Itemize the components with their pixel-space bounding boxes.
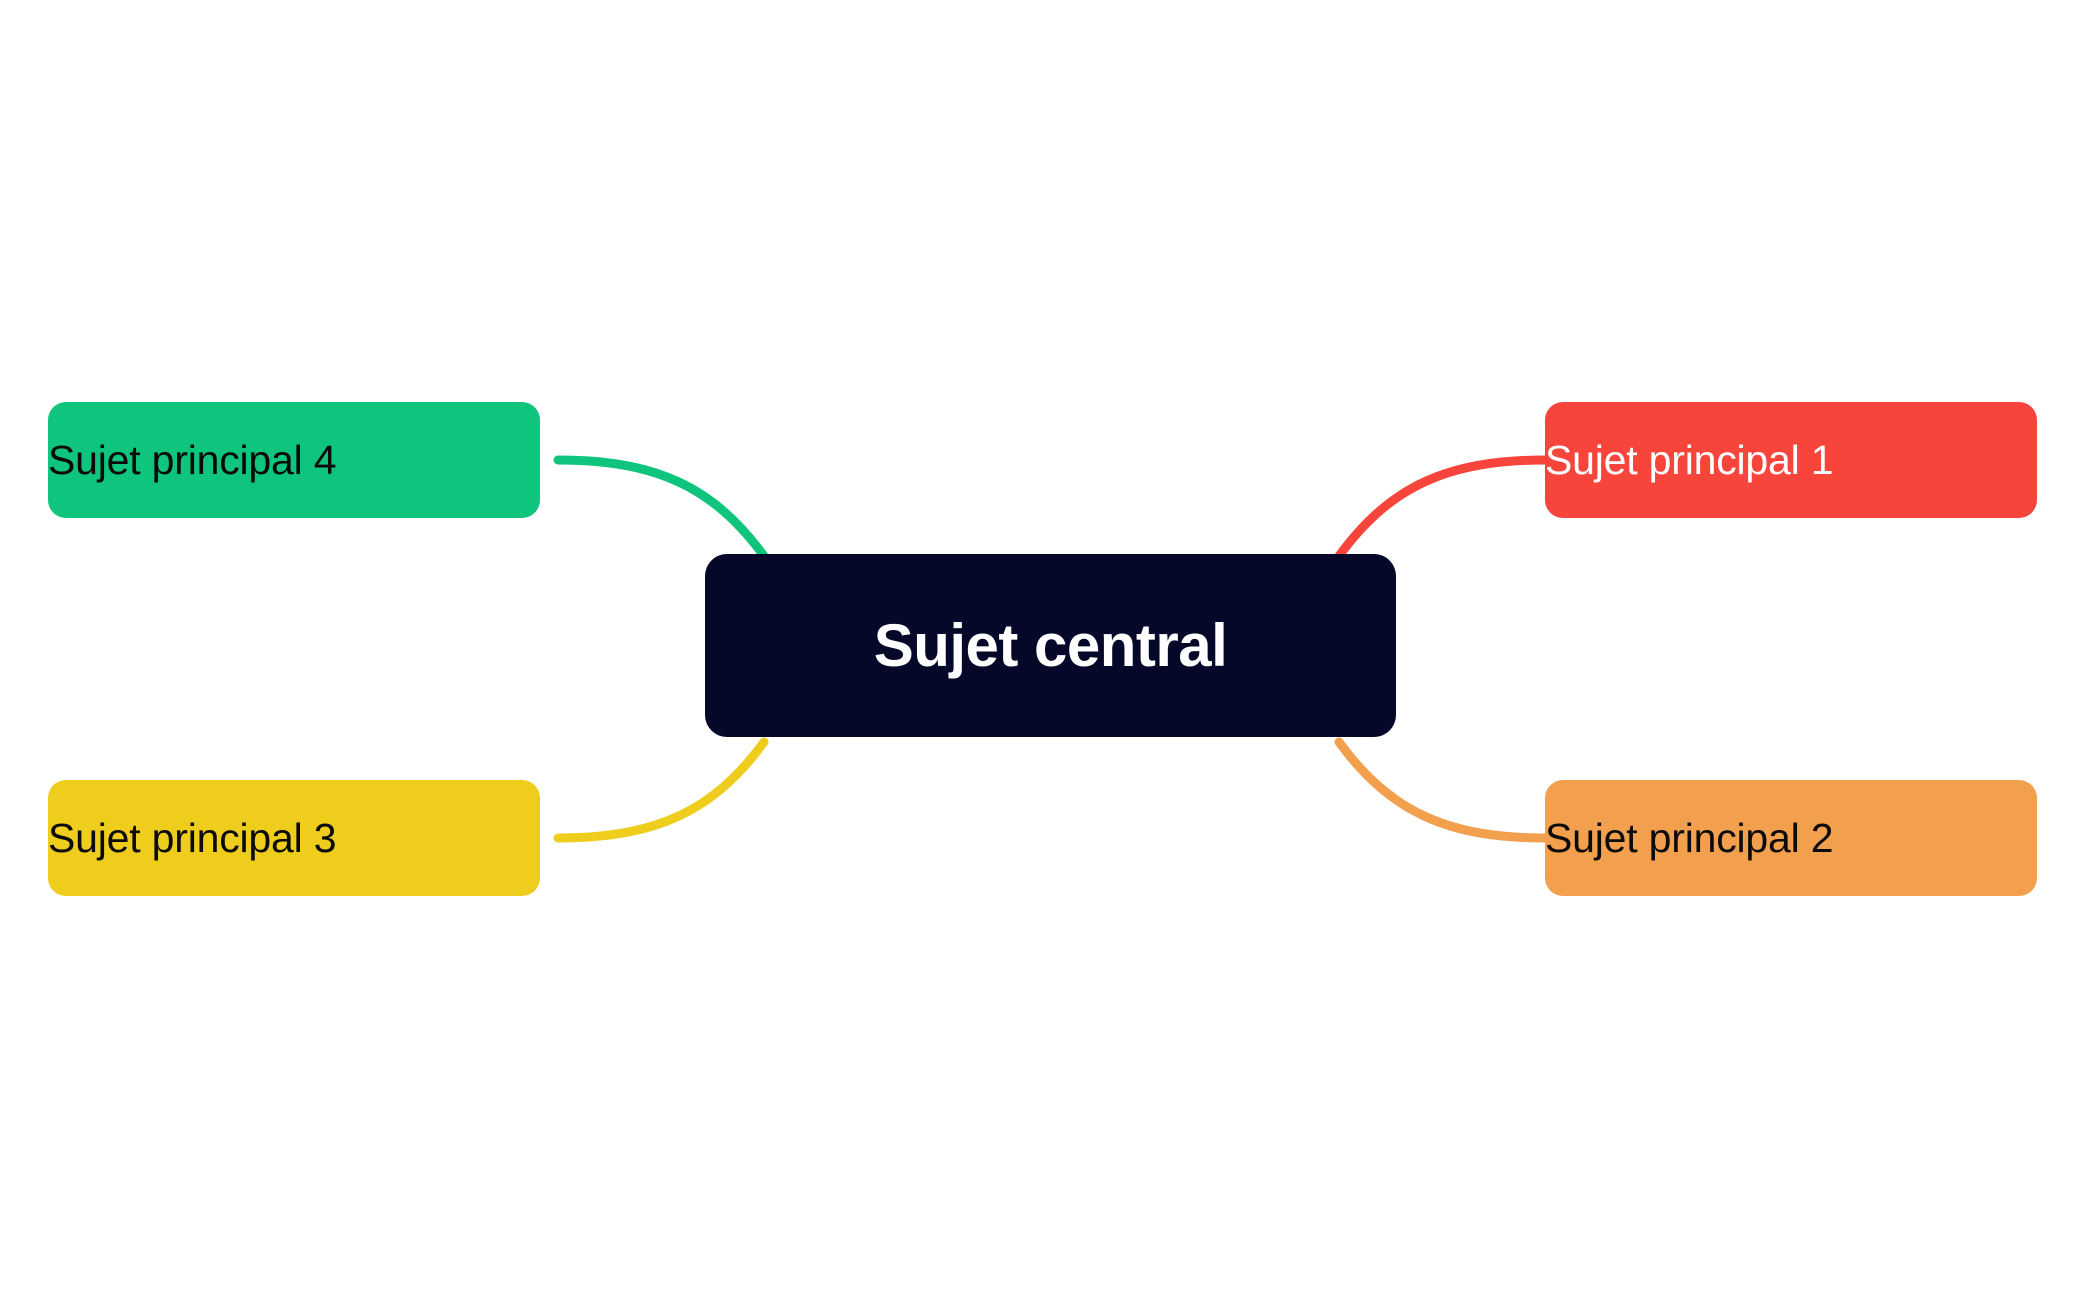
central-node-label: Sujet central — [873, 612, 1228, 679]
node-sujet-principal-2[interactable]: Sujet principal 2 — [1545, 780, 2037, 896]
node-label: Sujet principal 2 — [1545, 814, 1834, 861]
connector-branch-4 — [553, 455, 769, 561]
connector-branch-1 — [1334, 455, 1550, 561]
node-label: Sujet principal 4 — [48, 436, 337, 483]
node-sujet-principal-3[interactable]: Sujet principal 3 — [48, 780, 540, 896]
node-central-topic[interactable]: Sujet central — [705, 554, 1396, 737]
node-sujet-principal-1[interactable]: Sujet principal 1 — [1545, 402, 2037, 518]
connector-branch-2 — [1334, 737, 1550, 843]
node-label: Sujet principal 1 — [1545, 436, 1834, 483]
connector-branch-3 — [553, 737, 769, 843]
node-sujet-principal-4[interactable]: Sujet principal 4 — [48, 402, 540, 518]
node-label: Sujet principal 3 — [48, 814, 337, 861]
